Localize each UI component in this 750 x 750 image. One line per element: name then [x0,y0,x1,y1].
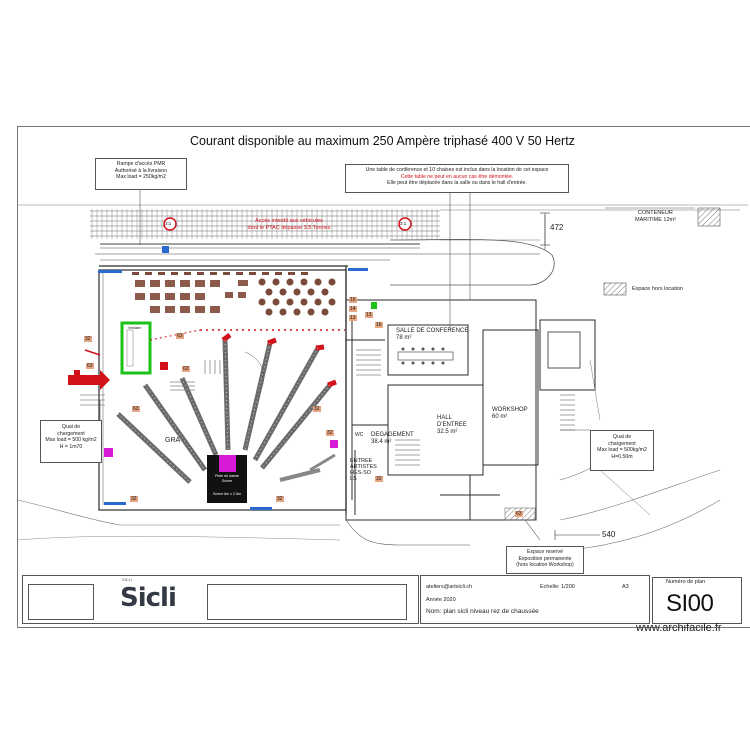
dimension-472: 472 [550,223,564,232]
weight-badge: 3:1 [165,221,172,226]
container-label: CONTENEUR MARITIME 12m² [635,210,676,223]
power-label: 13 [365,312,373,318]
power-label: 32 [276,496,284,502]
power-label: 16 [375,322,383,328]
year: Année 2020 [426,597,456,603]
dimension-540: 540 [602,530,616,539]
accessibility-icon [162,246,169,253]
weight-badge: 3:1 [400,221,407,226]
power-label: 32 [375,476,383,482]
power-label: 32 [130,496,138,502]
ramp-callout: Rampe d'accès PMR Authorisé à la livrais… [95,158,187,190]
power-label: 63 [132,406,140,412]
power-label: 63 [182,366,190,372]
room-wc: WC [355,432,364,438]
conference-table [397,351,454,361]
blue-marker [104,502,126,505]
rail-tracks [90,210,440,237]
title-block-box [207,584,407,620]
annex-walls [345,299,596,521]
stage-label: Piste de danse Scène Scène 8m x 2.5m [213,474,241,496]
room-artists-entrance: ENTREE ARTISTES HES-SO LS [350,458,377,482]
sicli-logo: Sicli [120,583,177,613]
weight-limit-icon [163,217,177,231]
power-label: 32 [84,336,92,342]
format: A3 [622,584,629,590]
weight-limit-icon [398,217,412,231]
room-workshop: WORKSHOP 60 m² [492,407,528,420]
exit-icon [371,302,377,309]
dance-floor [219,455,236,472]
title-block-box [28,584,94,620]
table-note-callout: Une table de conférence et 10 chaises es… [345,164,569,193]
lounge-tables [135,280,248,313]
plan-code: SI00 [666,590,714,617]
room-hall: HALL D'ENTREE 32.5 m² [437,415,467,435]
row-seats [117,339,331,483]
room-degagement: DEGAGEMENT 38.4 m² [371,432,414,445]
vehicle-warning: Accès interdit aux véhicules dont le PTA… [247,218,331,231]
room-grande-halle: GRA [165,437,181,444]
blue-marker [348,268,368,271]
power-label: 14 [349,306,357,312]
watermark: www.archifacile.fr [636,622,722,634]
legend-hatch-swatch [603,282,627,296]
power-label: 16 [349,297,357,303]
scale: Echelle: 1/200 [540,584,575,590]
room-conference: SALLE DE CONFERENCE 78 m² [396,328,469,341]
row-ends [221,332,337,388]
plan-number-label: Numéro de plan [666,579,706,585]
loading-dock-callout-left: Quai de chargement Max load = 500 kg/m2 … [40,420,102,463]
blue-marker [250,507,272,510]
email: ateliers@artsicli.ch [426,584,473,590]
power-label: 32 [326,430,334,436]
power-label: 63 [176,333,184,339]
power-label: 32 [313,406,321,412]
logo-small: SICLI [122,577,133,582]
loading-dock-callout-right: Quai de chargement Max load = 500kg/m2 H… [590,430,654,471]
power-label: 63 [86,363,94,369]
plan-name: Nom: plan sicli niveau rez de chaussée [426,608,539,615]
round-tables [258,278,336,316]
reserved-space-callout: Espace reservé Exposition permanente (ho… [506,546,584,574]
title-block-middle [420,575,650,624]
legend-label: Espace hors location [632,286,684,292]
power-label: 13 [349,315,357,321]
tables [132,272,308,275]
title-block-right [652,577,742,624]
stairs [170,349,575,466]
green-stage [120,321,152,375]
vestiaire-label: Vestiaire [128,326,142,330]
plan-title: Courant disponible au maximum 250 Ampère… [190,134,575,148]
power-label: 63 [515,511,523,517]
blue-marker [98,270,122,273]
container-hatch [697,207,721,227]
